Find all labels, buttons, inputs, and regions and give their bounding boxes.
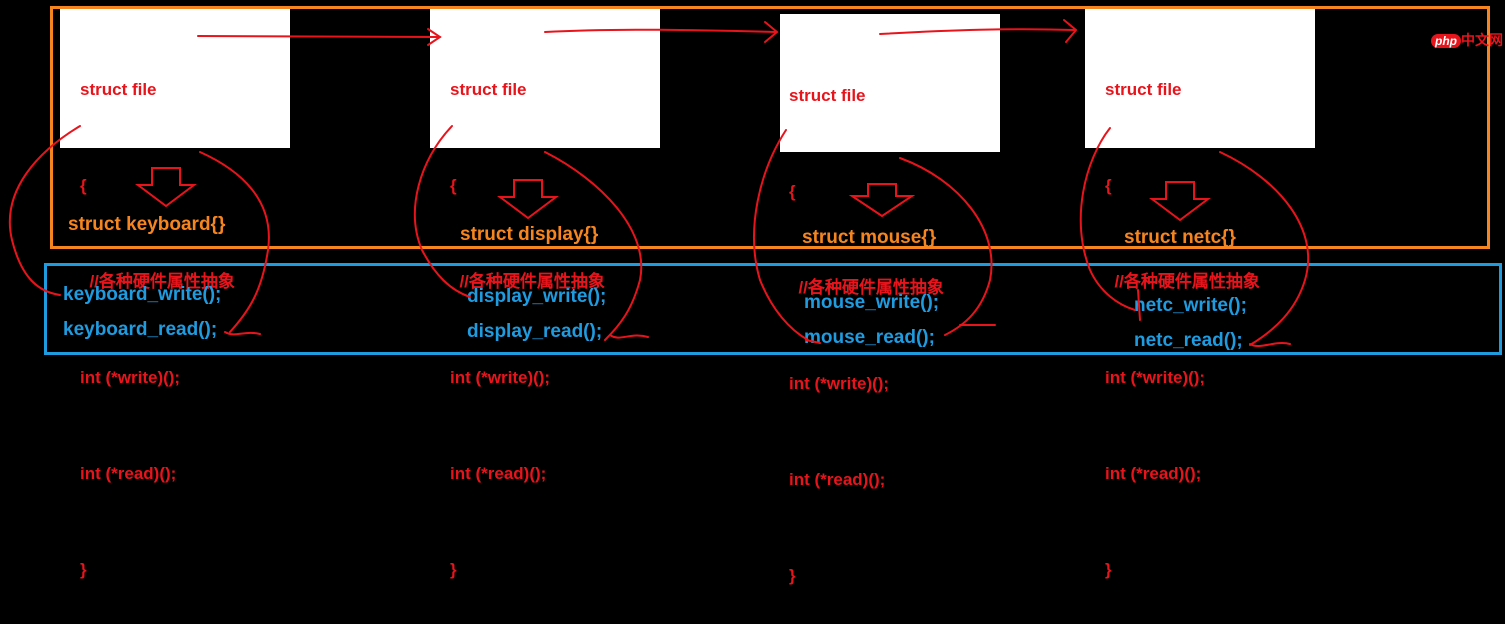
struct-name-keyboard: struct keyboard{} [68,214,226,235]
struct-name-netc: struct netc{} [1124,227,1236,248]
function-display-write: display_write(); [467,286,607,307]
code-panel-3 [780,14,1000,152]
code-line: int (*write)(); [450,368,551,387]
code-line: struct file [789,86,866,105]
code-line: struct file [80,80,157,99]
code-line: struct file [450,80,527,99]
function-mouse-read: mouse_read(); [804,327,935,348]
code-line: { [80,176,87,195]
code-line: } [450,560,457,579]
code-line: int (*read)(); [80,464,177,483]
code-panel-1 [60,8,290,148]
struct-group-box [50,6,1490,249]
code-line: } [1105,560,1112,579]
function-mouse-write: mouse_write(); [804,292,940,313]
function-display-read: display_read(); [467,321,603,342]
function-keyboard-read: keyboard_read(); [63,319,218,340]
code-line: } [80,560,87,579]
code-line: int (*read)(); [1105,464,1202,483]
function-group-box [44,263,1502,355]
function-netc-read: netc_read(); [1134,330,1243,351]
code-line: struct file [1105,80,1182,99]
code-line: int (*write)(); [80,368,181,387]
struct-name-display: struct display{} [460,224,599,245]
code-line: int (*write)(); [789,374,890,393]
code-block-1: struct file { //各种硬件属性抽象 int (*write)();… [80,10,235,618]
code-panel-4 [1085,8,1315,148]
code-line: int (*read)(); [789,470,886,489]
code-line: //各种硬件属性抽象 [80,272,235,291]
watermark-badge: php [1431,34,1461,48]
code-line: int (*read)(); [450,464,547,483]
watermark-text: 中文网 [1461,32,1503,48]
code-line: int (*write)(); [1105,368,1206,387]
code-line: } [789,566,796,585]
function-keyboard-write: keyboard_write(); [63,284,222,305]
function-netc-write: netc_write(); [1134,295,1247,316]
struct-name-mouse: struct mouse{} [802,227,937,248]
